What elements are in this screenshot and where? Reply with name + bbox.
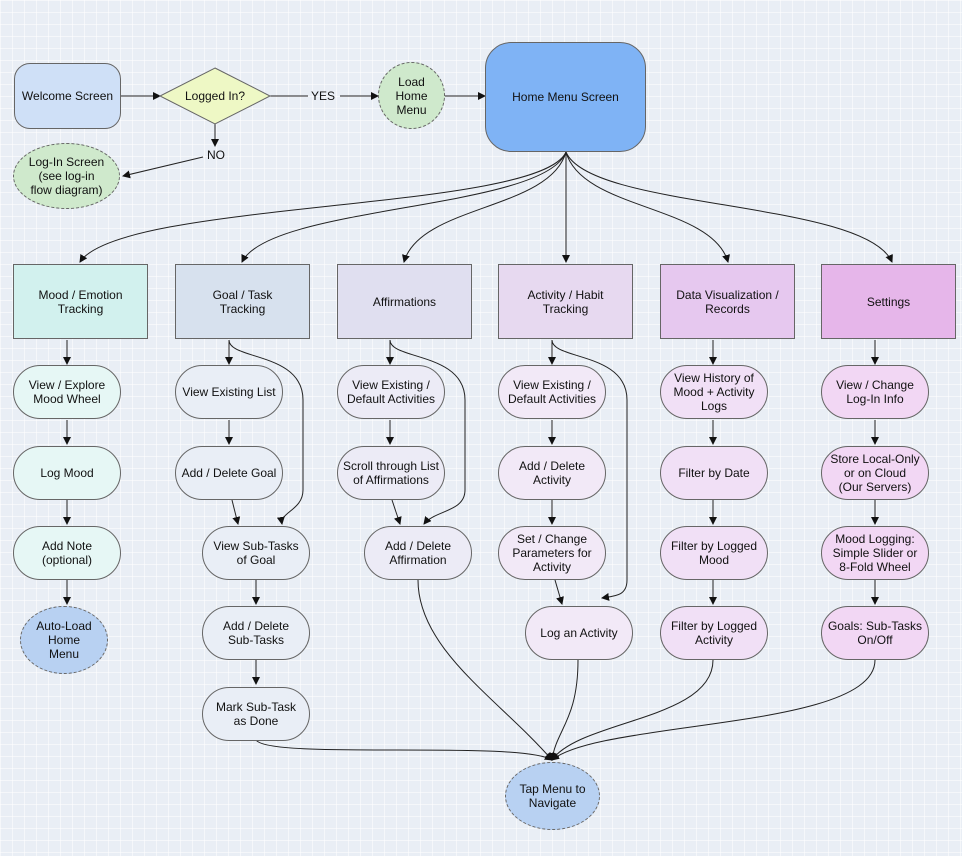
edge-in-c2 [255, 739, 553, 761]
edge-c4-d [554, 579, 564, 605]
header-affirmations: Affirmations [337, 264, 472, 339]
mood-item-2: Log Mood [13, 446, 121, 500]
header-data-visualization: Data Visualization / Records [660, 264, 795, 339]
activity-item-1: View Existing / Default Activities [498, 365, 606, 419]
affirm-item-1: View Existing / Default Activities [337, 365, 445, 419]
settings-item-3: Mood Logging: Simple Slider or 8-Fold Wh… [821, 526, 929, 580]
edge-c2-skip [228, 339, 304, 525]
edge-c2-c [231, 499, 241, 525]
yes-label: YES [311, 89, 336, 103]
edge-home-col6 [565, 151, 893, 263]
header-activity-tracking: Activity / Habit Tracking [498, 264, 633, 339]
load-home-node: Load Home Menu [378, 62, 445, 129]
affirm-item-3: Add / Delete Affirmation [364, 526, 472, 580]
edge-no-login [122, 156, 204, 179]
goal-item-3: View Sub-Tasks of Goal [202, 526, 310, 580]
data-item-2: Filter by Date [660, 446, 768, 500]
data-item-4: Filter by Logged Activity [660, 606, 768, 660]
edge-in-c4 [548, 659, 579, 761]
no-label: NO [207, 148, 225, 162]
tap-menu-node: Tap Menu to Navigate [505, 762, 600, 830]
header-mood-tracking: Mood / Emotion Tracking [13, 264, 148, 339]
settings-item-4: Goals: Sub-Tasks On/Off [821, 606, 929, 660]
welcome-screen-node: Welcome Screen [14, 63, 121, 129]
activity-item-2: Add / Delete Activity [498, 446, 606, 500]
edge-in-c3 [417, 579, 553, 761]
affirm-item-2: Scroll through List of Affirmations [337, 446, 445, 500]
auto-load-home-node: Auto-Load Home Menu [20, 606, 108, 674]
settings-item-2: Store Local-Only or on Cloud (Our Server… [821, 446, 929, 500]
goal-item-5: Mark Sub-Task as Done [202, 687, 310, 741]
goal-item-2: Add / Delete Goal [175, 446, 283, 500]
mood-item-1: View / Explore Mood Wheel [13, 365, 121, 419]
mood-item-3: Add Note (optional) [13, 526, 121, 580]
edge-home-col1 [79, 151, 567, 263]
logged-in-label: Logged In? [184, 89, 246, 103]
header-settings: Settings [821, 264, 956, 339]
edge-c3-c [391, 499, 402, 525]
data-item-1: View History of Mood + Activity Logs [660, 365, 768, 419]
logged-in-diamond [158, 67, 272, 125]
edge-home-col2 [241, 151, 567, 263]
edge-c4-skip [551, 339, 628, 601]
edge-home-col3 [402, 151, 567, 263]
activity-item-4: Log an Activity [525, 606, 633, 660]
edge-home-col5 [565, 151, 730, 263]
header-goal-tracking: Goal / Task Tracking [175, 264, 310, 339]
home-menu-node: Home Menu Screen [485, 42, 646, 152]
edge-in-c6 [551, 659, 876, 761]
data-item-3: Filter by Logged Mood [660, 526, 768, 580]
settings-item-1: View / Change Log-In Info [821, 365, 929, 419]
activity-item-3: Set / Change Parameters for Activity [498, 526, 606, 580]
goal-item-1: View Existing List [175, 365, 283, 419]
edge-c3-skip [389, 339, 466, 525]
edge-in-c5 [551, 659, 714, 761]
goal-item-4: Add / Delete Sub-Tasks [202, 606, 310, 660]
login-screen-node: Log-In Screen (see log-in flow diagram) [13, 143, 120, 209]
